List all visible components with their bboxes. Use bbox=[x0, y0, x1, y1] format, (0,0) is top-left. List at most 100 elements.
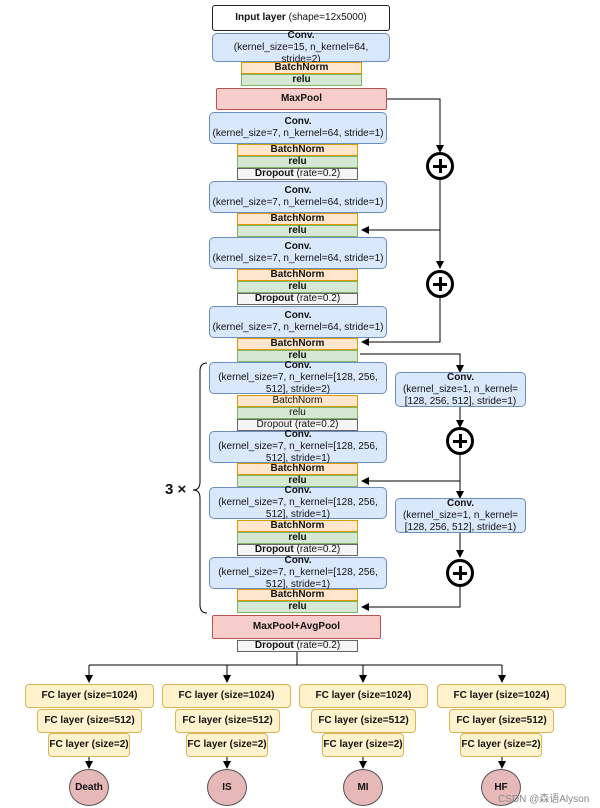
side-conv-box-2: Conv. (kernel_size=1, n_kernel= [128, 25… bbox=[395, 498, 526, 533]
relu-2: relu bbox=[237, 225, 358, 237]
dropout-rate: (rate=0.2) bbox=[296, 293, 341, 304]
batchnorm-1: BatchNorm bbox=[237, 144, 358, 156]
conv-params-line-2: 512], stride=1) bbox=[265, 453, 331, 464]
conv-title: Conv. bbox=[284, 429, 312, 440]
fc-512-head-death: FC layer (size=512) bbox=[37, 709, 142, 733]
stem-conv-box: Conv. (kernel_size=15, n_kernel=64, stri… bbox=[212, 29, 390, 65]
dropout-3: Dropout (rate=0.2) bbox=[237, 419, 358, 431]
dropout-rate: (rate=0.2) bbox=[294, 419, 339, 430]
conv-title: Conv. bbox=[284, 241, 312, 252]
conv-params: (kernel_size=7, n_kernel=64, stride=1) bbox=[212, 197, 384, 208]
conv-64-box-4: Conv. (kernel_size=7, n_kernel=64, strid… bbox=[209, 306, 387, 338]
fc-1024-head-hf: FC layer (size=1024) bbox=[437, 684, 566, 708]
conv-big-box-4: Conv. (kernel_size=7, n_kernel=[128, 256… bbox=[209, 555, 387, 590]
conv-title: Conv. bbox=[284, 485, 312, 496]
conv-big-box-2: Conv. (kernel_size=7, n_kernel=[128, 256… bbox=[209, 429, 387, 464]
watermark: CSDN @森语Alyson bbox=[498, 794, 590, 805]
conv-params-line-2: 512], stride=1) bbox=[265, 509, 331, 520]
dropout-5: Dropout (rate=0.2) bbox=[237, 640, 358, 652]
batchnorm-4: BatchNorm bbox=[237, 338, 358, 350]
batchnorm-5: BatchNorm bbox=[237, 395, 358, 407]
input-layer-shape: (shape=12x5000) bbox=[288, 12, 367, 23]
conv-title: Conv. bbox=[284, 360, 312, 371]
conv-title: Conv. bbox=[446, 497, 475, 509]
add-plus-icon bbox=[446, 559, 474, 587]
relu-5: relu bbox=[237, 407, 358, 419]
dropout-label: Dropout bbox=[254, 544, 294, 555]
dropout-2: Dropout (rate=0.2) bbox=[237, 293, 358, 305]
maxpool-avgpool-box: MaxPool+AvgPool bbox=[212, 615, 381, 639]
conv-64-box-2: Conv. (kernel_size=7, n_kernel=64, strid… bbox=[209, 181, 387, 213]
side-conv-params-line-2: [128, 256, 512], stride=1) bbox=[404, 395, 517, 407]
side-conv-params-line-2: [128, 256, 512], stride=1) bbox=[404, 521, 517, 533]
output-hf: HF bbox=[481, 769, 521, 806]
dropout-rate: (rate=0.2) bbox=[296, 640, 341, 651]
output-death: Death bbox=[69, 769, 109, 806]
add-plus-icon bbox=[426, 270, 454, 298]
dropout-label: Dropout bbox=[256, 419, 293, 430]
relu-8: relu bbox=[237, 601, 358, 613]
conv-params: (kernel_size=7, n_kernel=64, stride=1) bbox=[212, 322, 384, 333]
input-layer-label: Input layer bbox=[235, 12, 286, 23]
relu-1: relu bbox=[237, 156, 358, 168]
fc-2-head-hf: FC layer (size=2) bbox=[460, 733, 542, 757]
side-conv-params-line-1: (kernel_size=1, n_kernel= bbox=[402, 509, 519, 521]
fc-512-head-is: FC layer (size=512) bbox=[175, 709, 280, 733]
fc-1024-head-mi: FC layer (size=1024) bbox=[299, 684, 428, 708]
add-plus-icon bbox=[446, 427, 474, 455]
conv-params: (kernel_size=7, n_kernel=64, stride=1) bbox=[212, 253, 384, 264]
output-mi: MI bbox=[343, 769, 383, 806]
side-conv-box-1: Conv. (kernel_size=1, n_kernel= [128, 25… bbox=[395, 372, 526, 407]
batchnorm-2: BatchNorm bbox=[237, 213, 358, 225]
relu-4: relu bbox=[237, 350, 358, 362]
repeat-label: 3 × bbox=[165, 481, 187, 498]
fc-1024-head-is: FC layer (size=1024) bbox=[162, 684, 291, 708]
relu-6: relu bbox=[237, 475, 358, 487]
input-layer-box: Input layer (shape=12x5000) bbox=[212, 5, 390, 31]
conv-title: Conv. bbox=[446, 371, 475, 383]
fc-512-head-hf: FC layer (size=512) bbox=[449, 709, 554, 733]
maxpool-box: MaxPool bbox=[216, 88, 387, 110]
batchnorm-8: BatchNorm bbox=[237, 589, 358, 601]
dropout-rate: (rate=0.2) bbox=[296, 544, 341, 555]
fc-2-head-is: FC layer (size=2) bbox=[186, 733, 268, 757]
stem-conv-params: (kernel_size=15, n_kernel=64, stride=2) bbox=[233, 41, 369, 65]
conv-title: Conv. bbox=[284, 185, 312, 196]
conv-params-line-1: (kernel_size=7, n_kernel=[128, 256, bbox=[218, 372, 378, 383]
output-is: IS bbox=[207, 769, 247, 806]
batchnorm-7: BatchNorm bbox=[237, 520, 358, 532]
conv-big-box-1: Conv. (kernel_size=7, n_kernel=[128, 256… bbox=[209, 360, 387, 395]
dropout-rate: (rate=0.2) bbox=[296, 168, 341, 179]
dropout-label: Dropout bbox=[254, 168, 294, 179]
relu-7: relu bbox=[237, 532, 358, 544]
dropout-1: Dropout (rate=0.2) bbox=[237, 168, 358, 180]
fc-2-head-mi: FC layer (size=2) bbox=[322, 733, 404, 757]
dropout-4: Dropout (rate=0.2) bbox=[237, 544, 358, 556]
conv-64-box-1: Conv. (kernel_size=7, n_kernel=64, strid… bbox=[209, 112, 387, 144]
dropout-label: Dropout bbox=[254, 640, 294, 651]
dropout-label: Dropout bbox=[254, 293, 294, 304]
side-conv-params-line-1: (kernel_size=1, n_kernel= bbox=[402, 383, 519, 395]
stem-relu: relu bbox=[241, 74, 362, 86]
fc-2-head-death: FC layer (size=2) bbox=[48, 733, 130, 757]
fc-1024-head-death: FC layer (size=1024) bbox=[25, 684, 154, 708]
conv-params-line-2: 512], stride=2) bbox=[265, 384, 331, 395]
add-plus-icon bbox=[426, 152, 454, 180]
stem-batchnorm: BatchNorm bbox=[241, 62, 362, 74]
conv-64-box-3: Conv. (kernel_size=7, n_kernel=64, strid… bbox=[209, 237, 387, 269]
stem-conv-title: Conv. bbox=[287, 29, 315, 41]
conv-params-line-2: 512], stride=1) bbox=[265, 579, 331, 590]
conv-big-box-3: Conv. (kernel_size=7, n_kernel=[128, 256… bbox=[209, 485, 387, 520]
conv-params-line-1: (kernel_size=7, n_kernel=[128, 256, bbox=[218, 567, 378, 578]
conv-params-line-1: (kernel_size=7, n_kernel=[128, 256, bbox=[218, 497, 378, 508]
fc-512-head-mi: FC layer (size=512) bbox=[311, 709, 416, 733]
relu-3: relu bbox=[237, 281, 358, 293]
conv-params: (kernel_size=7, n_kernel=64, stride=1) bbox=[212, 128, 384, 139]
conv-title: Conv. bbox=[284, 116, 312, 127]
conv-title: Conv. bbox=[284, 555, 312, 566]
batchnorm-6: BatchNorm bbox=[237, 463, 358, 475]
conv-params-line-1: (kernel_size=7, n_kernel=[128, 256, bbox=[218, 441, 378, 452]
conv-title: Conv. bbox=[284, 310, 312, 321]
batchnorm-3: BatchNorm bbox=[237, 269, 358, 281]
